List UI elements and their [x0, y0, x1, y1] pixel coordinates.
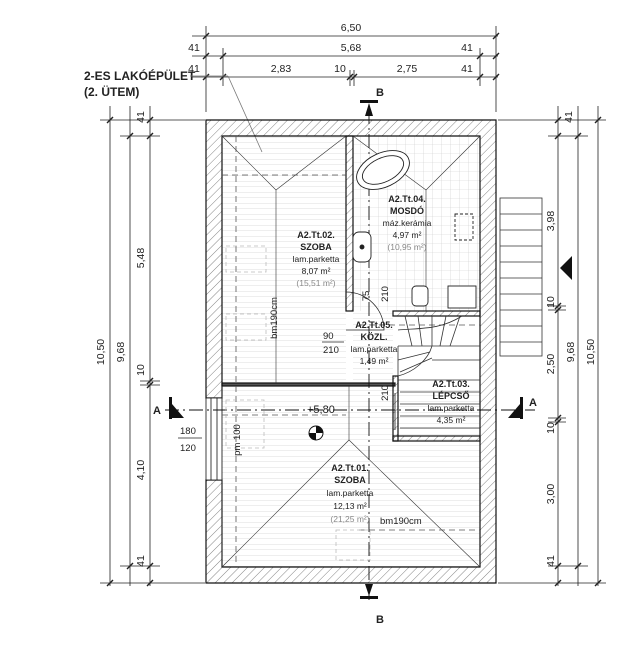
- dim-top-seg-2: 2,83: [271, 63, 292, 75]
- room-name: SZOBA: [334, 475, 366, 485]
- room-floor: lam.parketta: [351, 344, 398, 354]
- bathtub-icon: [356, 150, 410, 190]
- dim-top-seg-4: 2,75: [397, 63, 418, 75]
- doors: [345, 291, 396, 430]
- door-height-label: 210: [323, 345, 339, 356]
- door-vertical-label-1: 210: [380, 286, 391, 302]
- window-height-label: 120: [180, 443, 196, 454]
- dim-top-seg-5: 41: [461, 63, 473, 75]
- room-name: MOSDÓ: [390, 205, 424, 216]
- section-b-top: B: [376, 87, 384, 99]
- room-code: A2.Tt.01.: [331, 463, 369, 473]
- room-label-szoba-02: A2.Tt.02. SZOBA lam.parketta 8,07 m² (15…: [293, 230, 340, 288]
- dim-top-seg-3: 10: [334, 63, 346, 75]
- room-floor: lam.parketta: [327, 488, 374, 498]
- left-dimensions: [100, 106, 205, 587]
- right-dimensions: [498, 106, 606, 587]
- building-label-line2: (2. ÜTEM): [84, 84, 139, 99]
- room-area: 4,97 m²: [393, 230, 422, 240]
- dim-right-seg-3: 10: [545, 296, 557, 308]
- dim-top-wall-left: 41: [188, 42, 200, 54]
- furniture-placeholders: [225, 245, 371, 561]
- room-area: 1,49 m²: [360, 356, 389, 366]
- dim-right-seg-1: 41: [563, 111, 575, 123]
- building-label-line1: 2-ES LAKÓÉPÜLET: [84, 68, 196, 83]
- dim-left-seg-3: 10: [135, 364, 147, 376]
- dim-left-inner: 9,68: [115, 342, 127, 363]
- dim-left-seg-5: 41: [135, 555, 147, 567]
- room-label-szoba-01: A2.Tt.01. SZOBA lam.parketta 12,13 m² (2…: [327, 463, 374, 524]
- room-code: A2.Tt.04.: [388, 194, 426, 204]
- bm-left-label: bm190cm: [269, 297, 280, 339]
- room-label-kozl-05: A2.Tt.05. KÖZL. lam.parketta 1,49 m²: [351, 320, 398, 366]
- dim-right-seg-5: 10: [545, 422, 557, 434]
- room-floor: máz.kerámia: [383, 218, 432, 228]
- exterior-stair: [499, 197, 543, 357]
- dim-left-seg-1: 41: [135, 111, 147, 123]
- roof-projection-lines: [221, 135, 481, 568]
- room-area: 8,07 m²: [302, 266, 331, 276]
- room-label-mosdo-04: A2.Tt.04. MOSDÓ máz.kerámia 4,97 m² (10,…: [383, 194, 432, 252]
- window-width-label: 180: [180, 426, 196, 437]
- section-a-right: A: [529, 397, 537, 409]
- top-dimensions: [192, 26, 500, 112]
- room-area-gross: (10,95 m²): [387, 242, 426, 252]
- section-a-left: A: [153, 405, 161, 417]
- dim-right-seg-2: 3,98: [545, 211, 557, 232]
- door-vertical-label-2: 210: [380, 385, 391, 401]
- cabinet-icon: [447, 285, 477, 309]
- dim-top-total: 6,50: [341, 22, 362, 34]
- dim-right-seg-6: 3,00: [545, 484, 557, 505]
- dim-right-seg-4: 2,50: [545, 354, 557, 375]
- interior-stair: [397, 315, 480, 429]
- level-value: +5,80: [307, 404, 335, 416]
- north-arrow-icon: [560, 256, 572, 280]
- dim-left-seg-2: 5,48: [135, 248, 147, 269]
- room-area: 4,35 m²: [437, 415, 466, 425]
- door-width-label: 90: [323, 331, 334, 342]
- level-marker-icon: [308, 425, 324, 441]
- room-code: A2.Tt.05.: [355, 320, 393, 330]
- bathroom-fixtures: [352, 150, 477, 309]
- room-label-lepcso-03: A2.Tt.03. LÉPCSŐ lam.parketta 4,35 m²: [428, 379, 475, 425]
- room-floor: lam.parketta: [428, 403, 475, 413]
- room-name: LÉPCSŐ: [432, 390, 469, 401]
- room-code: A2.Tt.02.: [297, 230, 335, 240]
- dim-left-seg-4: 4,10: [135, 460, 147, 481]
- dim-top-middle: 5,68: [341, 42, 362, 54]
- dim-top-wall-right: 41: [461, 42, 473, 54]
- dim-right-seg-7: 41: [545, 555, 557, 567]
- room-area-gross: (15,51 m²): [296, 278, 335, 288]
- section-b-bottom: B: [376, 614, 384, 626]
- room-code: A2.Tt.03.: [432, 379, 470, 389]
- pm-label: pm 100: [232, 424, 243, 456]
- vent-icon: [454, 213, 474, 241]
- toilet-icon: [411, 285, 429, 307]
- dim-right-total: 10,50: [585, 339, 597, 365]
- room-area: 12,13 m²: [333, 501, 367, 511]
- dim-left-total: 10,50: [95, 339, 107, 365]
- section-marks: [169, 100, 523, 599]
- door-75-label: 75: [361, 291, 372, 302]
- bm-right-label: bm190cm: [380, 516, 422, 527]
- dim-top-seg-1: 41: [188, 63, 200, 75]
- room-area-gross: (21,25 m²): [330, 514, 369, 524]
- room-floor: lam.parketta: [293, 254, 340, 264]
- room-name: KÖZL.: [361, 332, 388, 342]
- dim-right-inner: 9,68: [565, 342, 577, 363]
- room-name: SZOBA: [300, 242, 332, 252]
